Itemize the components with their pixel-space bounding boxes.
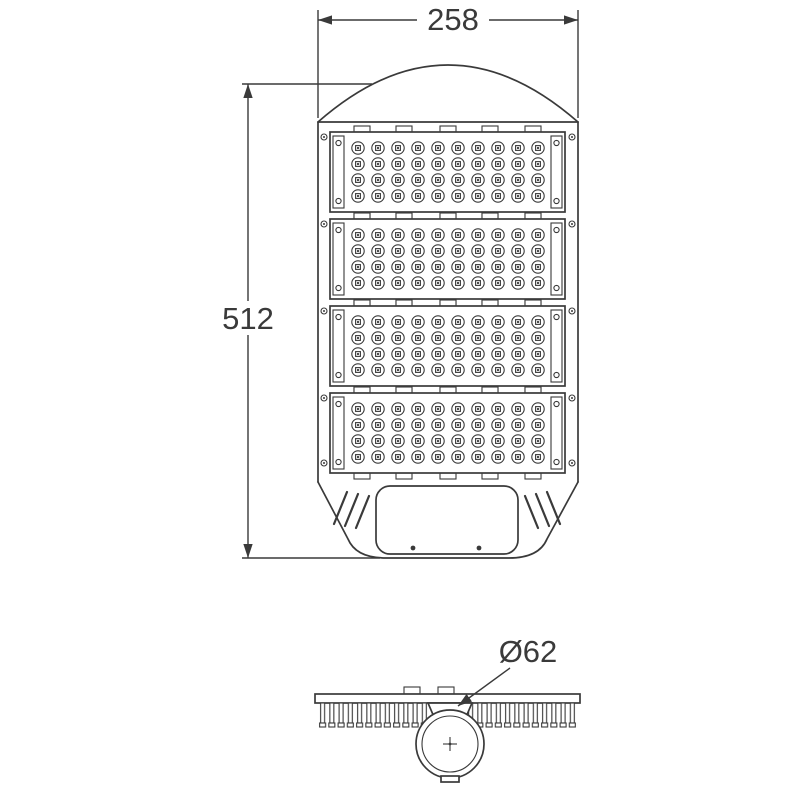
height-dim-label: 512 (222, 301, 274, 336)
mounting-plate (314, 693, 581, 704)
front-view (317, 64, 579, 559)
diameter-leader-line (457, 667, 511, 707)
vent-slots-left (332, 490, 371, 530)
diameter-label: Ø62 (499, 634, 558, 669)
clamp-left (403, 686, 421, 695)
socket-bottom-tab (440, 775, 460, 783)
led-module-3 (329, 299, 566, 393)
driver-compartment (375, 485, 519, 555)
heatsink-fins-left (318, 703, 430, 729)
height-label-mask (220, 301, 276, 335)
chassis-screws (320, 133, 576, 467)
driver-screw-right (476, 545, 482, 551)
led-module-4 (329, 386, 566, 480)
driver-screw-left (410, 545, 416, 551)
width-dimension: 258 (317, 2, 579, 118)
height-dimension: 512 (220, 83, 380, 559)
housing-bottom-edge (317, 481, 579, 559)
section-view (314, 686, 581, 783)
vent-slots-right (523, 490, 562, 530)
socket-center-dot (448, 742, 452, 746)
heatsink-fins-right (466, 703, 578, 729)
pole-socket-inner (421, 715, 479, 773)
width-dim-label: 258 (427, 2, 479, 37)
width-label-mask (417, 2, 489, 34)
clamp-right (437, 686, 455, 695)
led-module-2 (329, 212, 566, 306)
diameter-callout: Ø62 (457, 634, 558, 707)
led-module-1 (329, 125, 566, 219)
housing-dome (317, 64, 579, 123)
